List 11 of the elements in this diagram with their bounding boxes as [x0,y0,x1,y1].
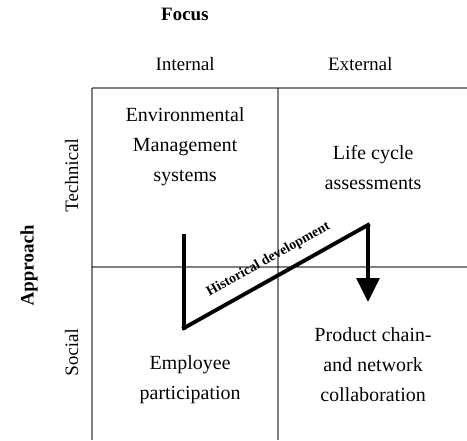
column-header: Internal [156,54,215,76]
axis-label: Social [62,328,84,376]
column-header: External [328,54,392,76]
axis-title: Approach [16,224,39,306]
cell-text: Employee participation [138,351,242,406]
cell-text: Environmental Management systems [124,103,246,188]
axis-title: Focus [161,4,208,26]
cell-text: Life cycle assessments [324,141,422,196]
arrow [356,225,380,302]
axis-label: Technical [62,138,84,212]
cell-text: Product chain- and network collaboration [313,323,433,408]
